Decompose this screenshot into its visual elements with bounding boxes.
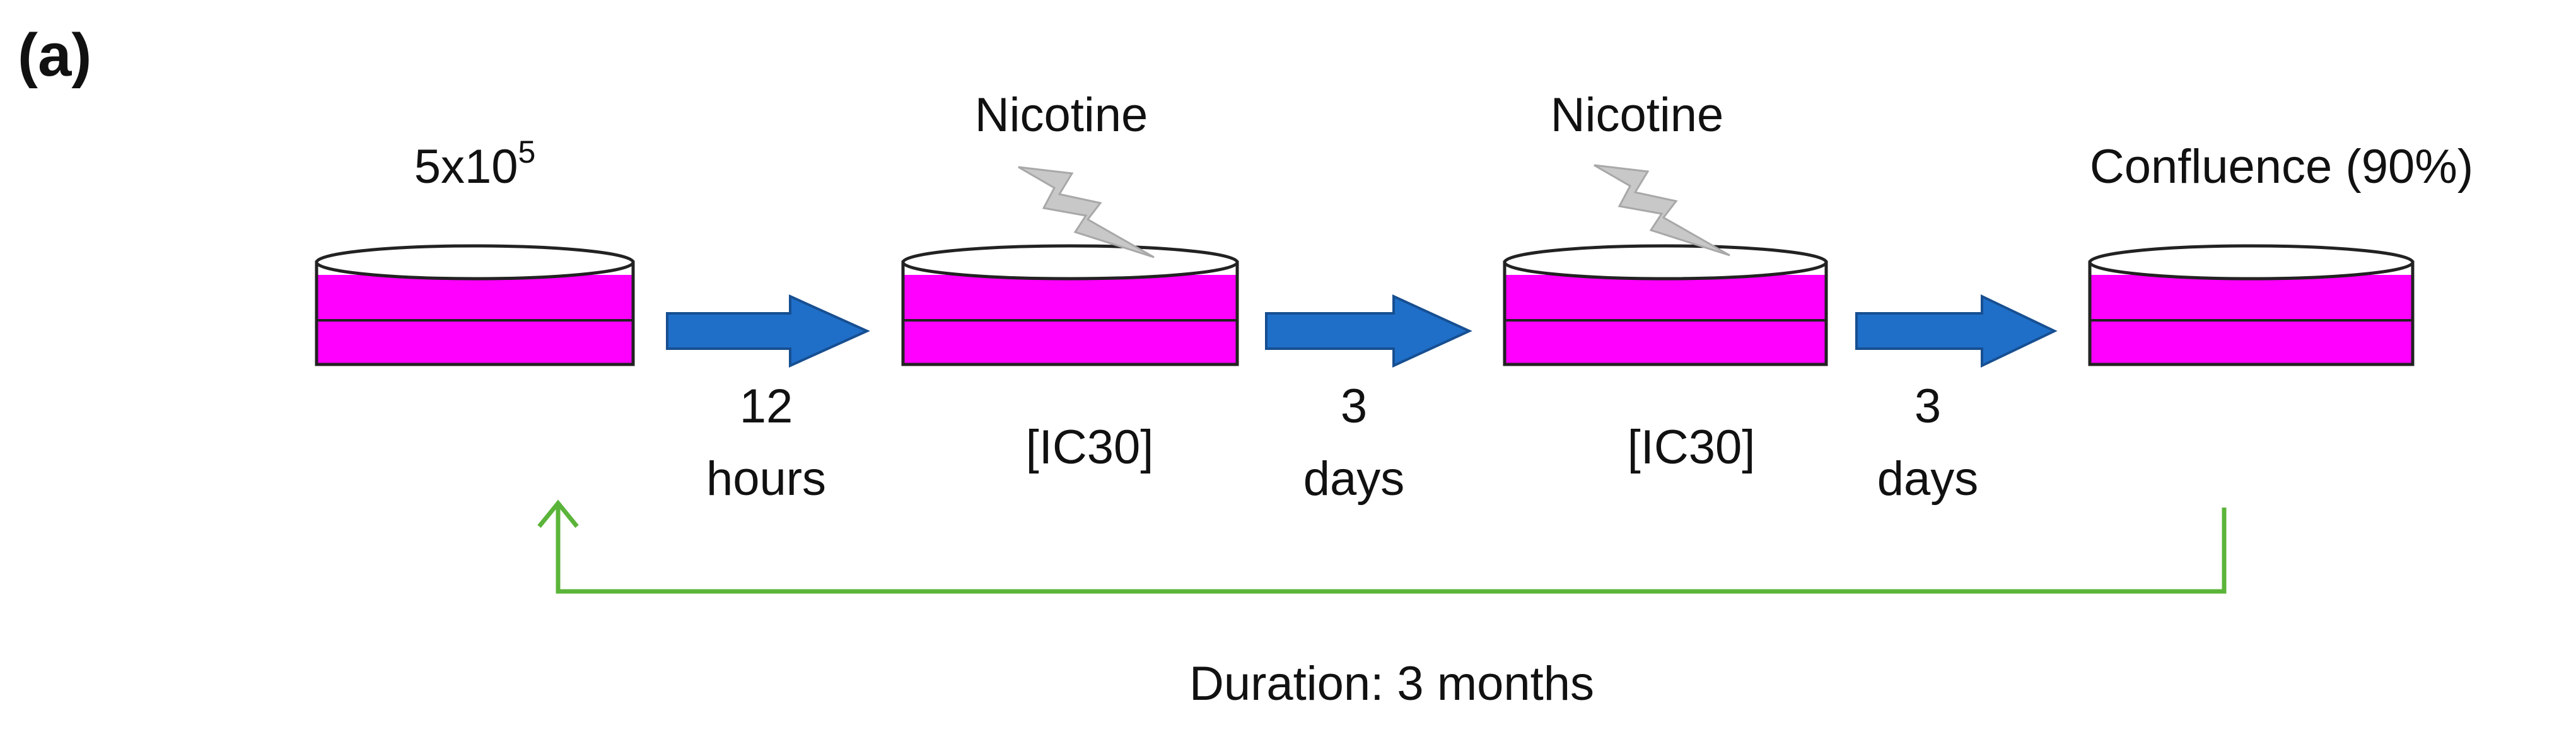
lightning-bolt-icon — [1594, 164, 1730, 257]
cycle-arrowhead-icon — [537, 499, 579, 528]
step-arrow-3 — [1855, 294, 2058, 368]
step-1-line2: hours — [706, 452, 826, 506]
dish-1-top-label: 5x105 — [414, 134, 536, 194]
dish-rim — [2088, 244, 2415, 281]
culture-dish-2 — [901, 244, 1239, 366]
lightning-bolt-icon — [1018, 166, 1155, 259]
panel-label: (a) — [18, 21, 91, 89]
step-arrow-2 — [1265, 294, 1472, 368]
step-1-line1: 12 — [740, 380, 793, 433]
dish-2-bottom-label: [IC30] — [1026, 421, 1154, 474]
step-2-line2: days — [1303, 452, 1405, 506]
step-3-line2: days — [1877, 452, 1979, 506]
dish-2-top-label: Nicotine — [975, 88, 1148, 142]
cycle-return-arrow — [556, 504, 2227, 594]
cycle-duration-label: Duration: 3 months — [1189, 657, 1594, 711]
culture-dish-1 — [315, 244, 635, 366]
dish-3-bottom-label: [IC30] — [1628, 421, 1756, 474]
dish-rim — [315, 244, 635, 281]
dish-4-top-label: Confluence (90%) — [2090, 140, 2473, 194]
step-arrow-1 — [666, 294, 870, 368]
step-2-line1: 3 — [1341, 380, 1367, 433]
dish-rim — [1503, 244, 1828, 281]
dish-rim — [901, 244, 1239, 281]
culture-dish-4 — [2088, 244, 2415, 366]
dish-3-top-label: Nicotine — [1551, 88, 1724, 142]
culture-dish-3 — [1503, 244, 1828, 366]
step-3-line1: 3 — [1915, 380, 1941, 433]
